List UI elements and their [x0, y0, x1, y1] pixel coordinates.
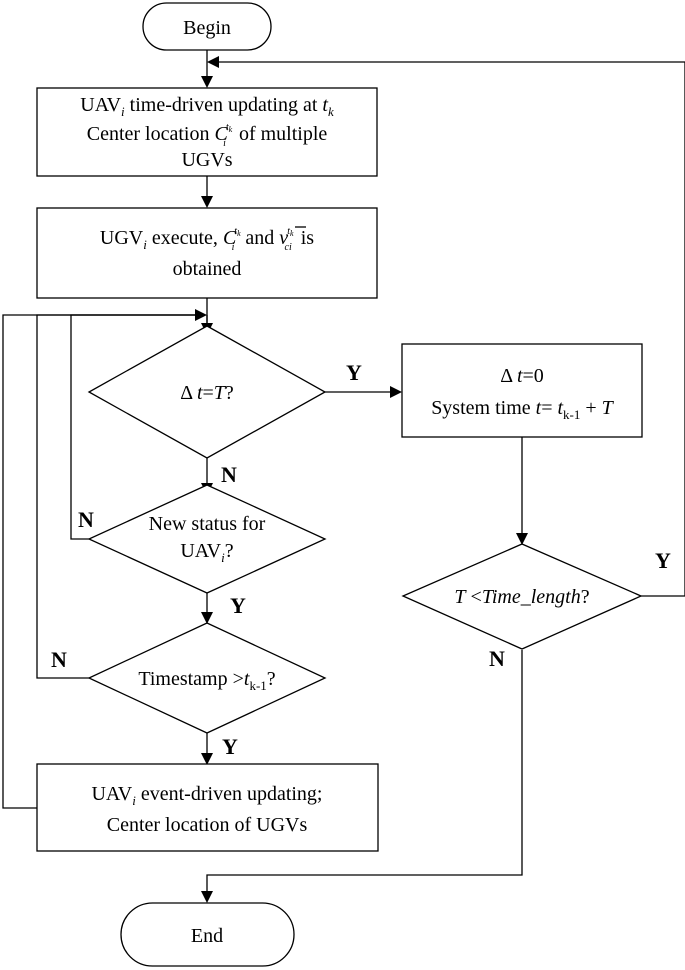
decision-time-length: T <Time_length?: [401, 543, 643, 650]
box3-line2: System time t= tk-1 + T: [431, 397, 614, 422]
arrowhead-loop-merge: [195, 309, 207, 321]
decision-timestamp: Timestamp >tk-1?: [87, 622, 327, 734]
process-box-time-driven: UAVi time-driven updating at tk Center l…: [36, 87, 378, 177]
box1-line1: UAVi time-driven updating at tk: [80, 94, 334, 119]
dec1-yes-label: Y: [346, 360, 362, 385]
box4-line2: Center location of UGVs: [107, 814, 308, 836]
begin-label: Begin: [183, 17, 231, 39]
dec3-label: Timestamp >tk-1?: [138, 668, 275, 693]
edge-box4-loop: [2, 314, 200, 809]
arrowhead-into-box2: [201, 196, 213, 208]
edge-dec4-no: [206, 650, 523, 893]
decision-delta-t: Δ t=T?: [87, 325, 327, 459]
dec4-yes-label: Y: [655, 548, 671, 573]
dec3-no-label: N: [51, 647, 67, 672]
dec1-no-label: N: [221, 462, 237, 487]
dec2-line1: New status for: [149, 513, 266, 535]
arrowhead-into-box1: [201, 76, 213, 88]
dec2-yes-label: Y: [230, 593, 246, 618]
box1-line3: UGVs: [181, 149, 232, 171]
process-box-event-driven: UAVi event-driven updating; Center locat…: [36, 763, 379, 852]
process-box-system-time: Δ t=0 System time t= tk-1 + T: [401, 343, 643, 438]
dec3-yes-label: Y: [222, 734, 238, 759]
dec1-label: Δ t=T?: [180, 382, 234, 404]
begin-terminal: Begin: [142, 2, 272, 51]
connectors: [2, 50, 685, 893]
dec4-label: T <Time_length?: [454, 586, 589, 608]
arrowhead-into-end: [201, 891, 213, 903]
box3-line1: Δ t=0: [500, 365, 544, 387]
arrowhead-into-box4: [201, 753, 213, 765]
edge-dec4-yes-loop: [216, 61, 685, 597]
dec2-no-label: N: [78, 507, 94, 532]
box2-line2: obtained: [173, 258, 242, 280]
dec2-line2: UAVi?: [180, 540, 233, 565]
end-terminal: End: [120, 902, 295, 967]
arrowhead-into-dec3: [201, 612, 213, 624]
end-label: End: [191, 925, 223, 947]
arrowhead-loop-into-top: [207, 56, 219, 68]
edge-labels: Y N N Y N Y Y N: [51, 360, 671, 759]
box4-line1: UAVi event-driven updating;: [91, 783, 322, 808]
decision-new-status: New status for UAVi?: [87, 484, 327, 594]
dec4-no-label: N: [489, 646, 505, 671]
arrowhead-into-box3: [390, 386, 402, 398]
arrowhead-into-dec4: [516, 533, 528, 545]
